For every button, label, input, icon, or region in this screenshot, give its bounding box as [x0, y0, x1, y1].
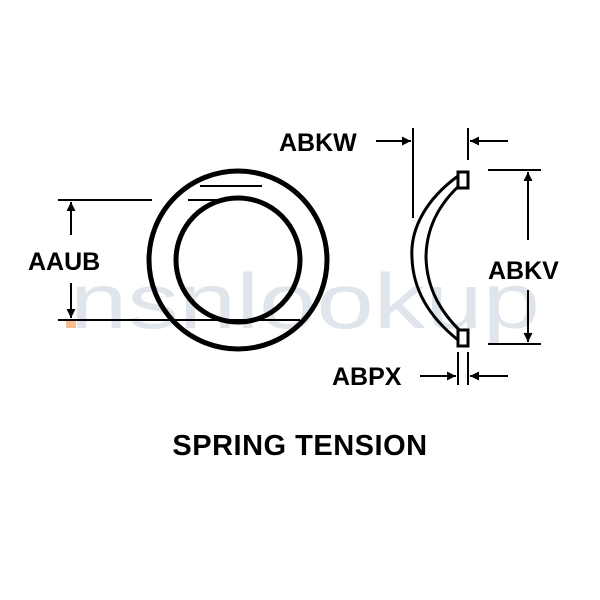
side-profile-inner [424, 176, 469, 340]
ring-side-view [410, 170, 470, 348]
aaub-label: AAUB [28, 248, 100, 276]
abkv-label: ABKV [488, 257, 559, 285]
abpx-label: ABPX [332, 363, 402, 391]
side-profile-outer [410, 174, 459, 342]
abkw-dimension: ABKW [279, 128, 508, 218]
abpx-dimension: ABPX [332, 352, 508, 391]
watermark-dot [66, 320, 76, 328]
ring-front-view [146, 168, 330, 352]
side-tab-top [456, 170, 470, 190]
side-tab-bottom [456, 328, 470, 348]
abkw-label: ABKW [279, 129, 357, 157]
ring-inner-edge [173, 195, 303, 325]
ring-outer-edge [146, 168, 330, 352]
aaub-dimension: AAUB [28, 199, 300, 321]
diagram-title: SPRING TENSION [172, 430, 427, 462]
abkv-dimension: ABKV [488, 169, 559, 345]
